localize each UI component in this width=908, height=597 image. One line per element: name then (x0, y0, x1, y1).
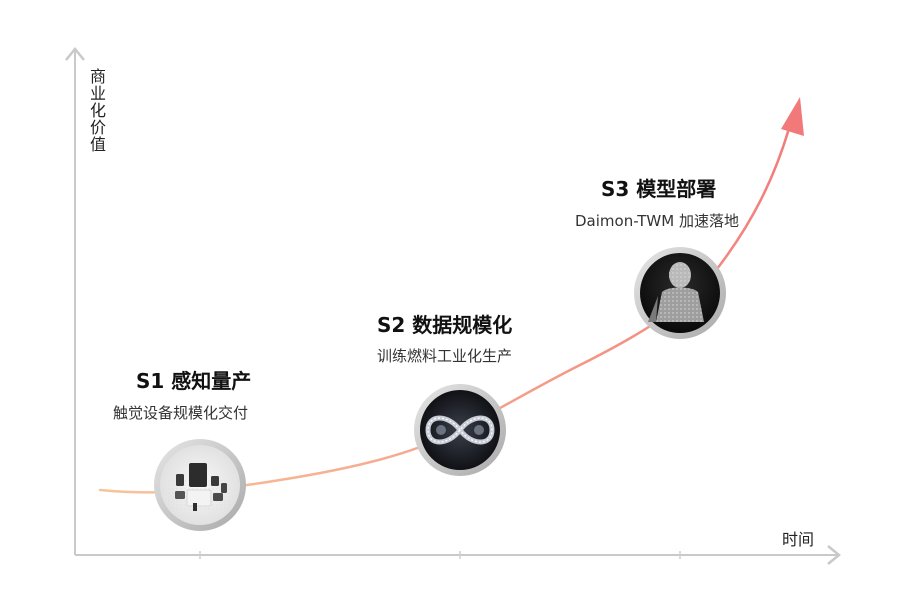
growth-curve-arrowhead (781, 97, 804, 136)
stage-1-description: 触觉设备规模化交付 (113, 404, 249, 422)
stage-1-node (154, 439, 246, 531)
axes (65, 47, 841, 565)
y-axis-arrowhead (65, 47, 85, 61)
stage-1-title: S1 感知量产 (136, 369, 252, 393)
y-axis-label: 商业化价值 (87, 68, 106, 153)
stage-3-title: S3 模型部署 (601, 177, 717, 201)
stage-3-description: Daimon-TWM 加速落地 (575, 212, 739, 230)
x-axis-label: 时间 (782, 530, 815, 549)
stage-2-node (414, 384, 506, 476)
stage-2-description: 训练燃料工业化生产 (377, 347, 513, 365)
stage-3-node (634, 247, 726, 339)
x-axis-arrowhead (827, 545, 841, 565)
stage-2-title: S2 数据规模化 (377, 313, 513, 337)
